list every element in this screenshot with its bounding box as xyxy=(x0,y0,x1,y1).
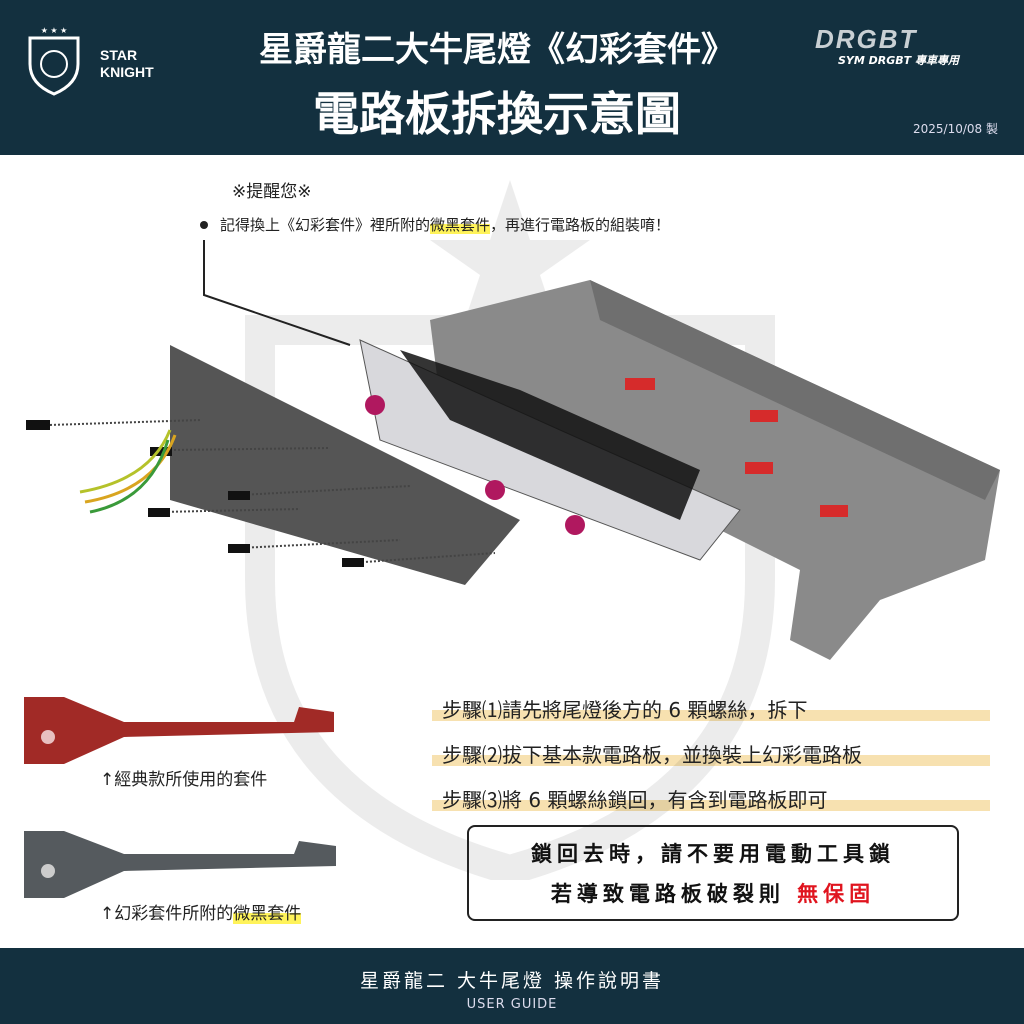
page-title: 電路板拆換示意圖 xyxy=(313,87,681,141)
smoke-kit-image xyxy=(24,831,336,898)
warning-line-1: 鎖回去時，請不要用電動工具鎖 xyxy=(531,842,895,866)
footer: 星爵龍二 大牛尾燈 操作說明書 USER GUIDE xyxy=(0,948,1024,1024)
classic-kit-image xyxy=(24,697,334,764)
partner-subtitle: SYM DRGBT 專車專用 xyxy=(838,54,960,67)
star-knight-shield-logo: ★ ★ ★ xyxy=(28,26,80,96)
exploded-view-illustration xyxy=(26,240,1000,660)
warning-box: 鎖回去時，請不要用電動工具鎖 若導致電路板破裂則 無保固 xyxy=(467,825,959,921)
watermark-shield xyxy=(245,180,775,880)
date-label: 2025/10/08 製 xyxy=(913,122,998,136)
svg-text:★ ★ ★: ★ ★ ★ xyxy=(41,26,68,35)
reminder-heading: ※提醒您※ xyxy=(232,182,312,202)
drgbt-logo: DRGBT xyxy=(815,24,918,54)
step-3: 步驟⑶將 6 顆螺絲鎖回，有含到電路板即可 xyxy=(432,784,990,813)
step-1: 步驟⑴請先將尾燈後方的 6 顆螺絲，拆下 xyxy=(432,694,990,723)
footer-subtitle: USER GUIDE xyxy=(466,997,558,1012)
title-line-1: 星爵龍二大牛尾燈《幻彩套件》 xyxy=(259,30,735,70)
footer-title: 星爵龍二 大牛尾燈 操作說明書 xyxy=(359,970,665,992)
warning-line-2: 若導致電路板破裂則 無保固 xyxy=(550,882,876,906)
callout-dot xyxy=(200,221,208,229)
step-2: 步驟⑵拔下基本款電路板，並換裝上幻彩電路板 xyxy=(432,739,990,768)
smoke-kit-label: ↑幻彩套件所附的微黑套件 xyxy=(100,904,302,924)
reminder-text: 記得換上《幻彩套件》裡所附的微黑套件，再進行電路板的組裝唷！ xyxy=(220,216,671,234)
classic-kit-label: ↑經典款所使用的套件 xyxy=(100,770,268,790)
